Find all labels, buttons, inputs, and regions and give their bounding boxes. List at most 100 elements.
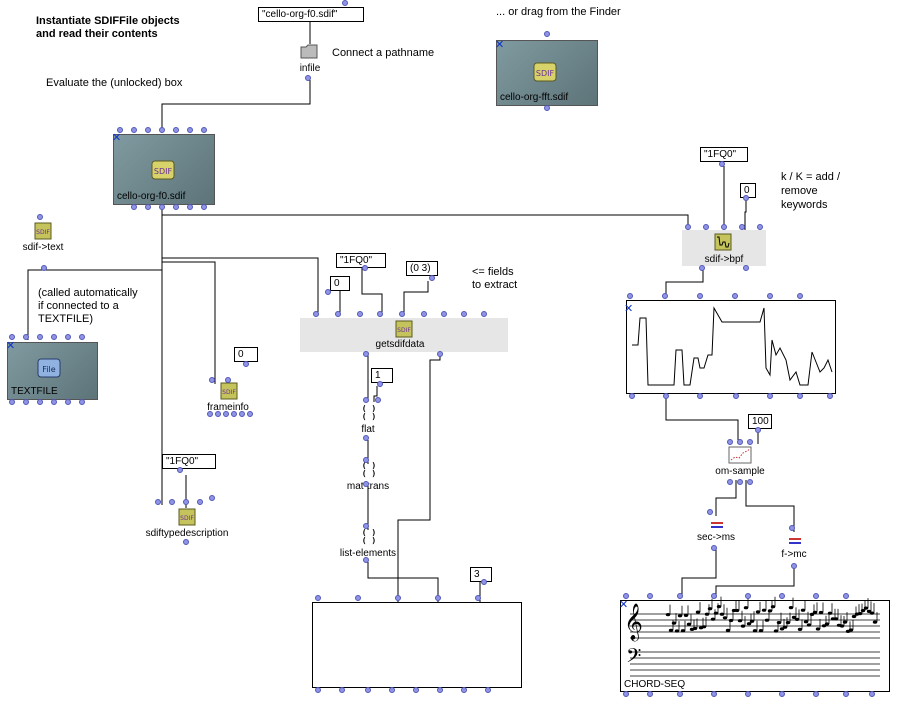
- port-dot[interactable]: [315, 595, 321, 601]
- port-dot[interactable]: [711, 691, 717, 697]
- port-dot[interactable]: [23, 334, 29, 340]
- port-dot[interactable]: [131, 204, 137, 210]
- port-dot[interactable]: [475, 595, 481, 601]
- arrows-icon[interactable]: [708, 516, 726, 534]
- port-dot[interactable]: [435, 595, 441, 601]
- port-dot[interactable]: [9, 334, 15, 340]
- port-dot[interactable]: [342, 0, 348, 6]
- port-dot[interactable]: [231, 411, 237, 417]
- arrows-icon[interactable]: [786, 532, 804, 550]
- port-dot[interactable]: [627, 293, 633, 299]
- zero-box-getsdif[interactable]: 0: [330, 276, 350, 291]
- port-dot[interactable]: [389, 687, 395, 693]
- port-dot[interactable]: [737, 479, 743, 485]
- lock-x-icon[interactable]: ✕: [6, 340, 16, 352]
- port-dot[interactable]: [827, 393, 833, 399]
- port-dot[interactable]: [745, 691, 751, 697]
- folder-icon[interactable]: [300, 42, 318, 60]
- port-dot[interactable]: [437, 351, 443, 357]
- port-dot[interactable]: [647, 691, 653, 697]
- port-dot[interactable]: [377, 381, 383, 387]
- signature-box-typedesc[interactable]: "1FQ0": [162, 454, 216, 469]
- port-dot[interactable]: [791, 563, 797, 569]
- port-dot[interactable]: [677, 691, 683, 697]
- sdif-icon[interactable]: SDIF: [220, 382, 238, 400]
- port-dot[interactable]: [357, 311, 363, 317]
- port-dot[interactable]: [363, 557, 369, 563]
- port-dot[interactable]: [721, 224, 727, 230]
- port-dot[interactable]: [79, 334, 85, 340]
- port-dot[interactable]: [779, 593, 785, 599]
- port-dot[interactable]: [173, 127, 179, 133]
- port-dot[interactable]: [375, 397, 381, 403]
- port-dot[interactable]: [481, 579, 487, 585]
- port-dot[interactable]: [441, 311, 447, 317]
- port-dot[interactable]: [699, 265, 705, 271]
- port-dot[interactable]: [377, 311, 383, 317]
- port-dot[interactable]: [739, 224, 745, 230]
- port-dot[interactable]: [363, 435, 369, 441]
- parens-icon[interactable]: ( )( ): [360, 403, 378, 421]
- sdif-icon[interactable]: SDIF: [34, 222, 52, 240]
- port-dot[interactable]: [437, 687, 443, 693]
- port-dot[interactable]: [155, 499, 161, 505]
- port-dot[interactable]: [737, 439, 743, 445]
- port-dot[interactable]: [743, 195, 749, 201]
- port-dot[interactable]: [325, 289, 331, 295]
- port-dot[interactable]: [727, 479, 733, 485]
- lock-x-icon[interactable]: ✕: [619, 599, 629, 611]
- port-dot[interactable]: [23, 399, 29, 405]
- signature-box-getsdif[interactable]: "1FQ0": [336, 253, 386, 268]
- port-dot[interactable]: [743, 265, 749, 271]
- port-dot[interactable]: [9, 399, 15, 405]
- port-dot[interactable]: [363, 523, 369, 529]
- port-dot[interactable]: [239, 411, 245, 417]
- port-dot[interactable]: [335, 311, 341, 317]
- port-dot[interactable]: [79, 399, 85, 405]
- port-dot[interactable]: [355, 595, 361, 601]
- port-dot[interactable]: [677, 593, 683, 599]
- port-dot[interactable]: [747, 479, 753, 485]
- port-dot[interactable]: [201, 204, 207, 210]
- port-dot[interactable]: [363, 481, 369, 487]
- port-dot[interactable]: [461, 311, 467, 317]
- signature-box-bpf[interactable]: "1FQ0": [700, 147, 748, 162]
- port-dot[interactable]: [145, 204, 151, 210]
- port-dot[interactable]: [732, 293, 738, 299]
- port-dot[interactable]: [117, 127, 123, 133]
- port-dot[interactable]: [413, 687, 419, 693]
- port-dot[interactable]: [703, 224, 709, 230]
- port-dot[interactable]: [177, 467, 183, 473]
- port-dot[interactable]: [767, 393, 773, 399]
- port-dot[interactable]: [209, 377, 215, 383]
- port-dot[interactable]: [65, 334, 71, 340]
- port-dot[interactable]: [183, 539, 189, 545]
- port-dot[interactable]: [711, 545, 717, 551]
- port-dot[interactable]: [315, 687, 321, 693]
- port-dot[interactable]: [755, 427, 761, 433]
- port-dot[interactable]: [207, 411, 213, 417]
- port-dot[interactable]: [623, 593, 629, 599]
- port-dot[interactable]: [481, 311, 487, 317]
- sdif-file-box-main[interactable]: cello-org-f0.sdif: [113, 134, 215, 205]
- port-dot[interactable]: [813, 691, 819, 697]
- port-dot[interactable]: [183, 499, 189, 505]
- port-dot[interactable]: [544, 31, 550, 37]
- port-dot[interactable]: [201, 127, 207, 133]
- port-dot[interactable]: [313, 311, 319, 317]
- port-dot[interactable]: [797, 393, 803, 399]
- port-dot[interactable]: [485, 687, 491, 693]
- port-dot[interactable]: [757, 224, 763, 230]
- list-editor-box[interactable]: [312, 602, 522, 688]
- port-dot[interactable]: [362, 265, 368, 271]
- port-dot[interactable]: [215, 411, 221, 417]
- port-dot[interactable]: [223, 411, 229, 417]
- port-dot[interactable]: [733, 393, 739, 399]
- port-dot[interactable]: [37, 214, 43, 220]
- port-dot[interactable]: [173, 204, 179, 210]
- port-dot[interactable]: [707, 509, 713, 515]
- port-dot[interactable]: [187, 127, 193, 133]
- port-dot[interactable]: [727, 439, 733, 445]
- port-dot[interactable]: [869, 691, 875, 697]
- port-dot[interactable]: [363, 351, 369, 357]
